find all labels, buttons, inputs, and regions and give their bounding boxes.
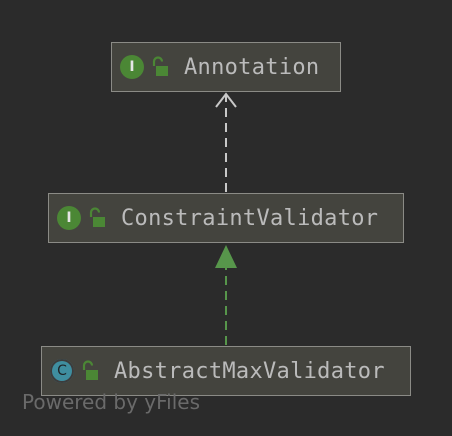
node-label: Annotation bbox=[184, 54, 320, 80]
edge-extends-annotation bbox=[215, 92, 237, 192]
unlock-icon bbox=[82, 360, 98, 380]
interface-icon: I bbox=[57, 206, 81, 230]
node-annotation[interactable]: I Annotation bbox=[111, 42, 341, 92]
interface-icon: I bbox=[120, 55, 144, 79]
edge-implements-constraint-validator bbox=[215, 245, 237, 345]
node-label: AbstractMaxValidator bbox=[114, 358, 385, 384]
open-arrowhead bbox=[215, 92, 237, 108]
yfiles-watermark: Powered by yFiles bbox=[22, 390, 200, 414]
node-label: ConstraintValidator bbox=[121, 205, 379, 231]
unlock-icon bbox=[89, 207, 105, 227]
filled-arrowhead bbox=[215, 245, 237, 268]
node-constraint-validator[interactable]: I ConstraintValidator bbox=[48, 193, 404, 243]
class-icon: C bbox=[50, 359, 74, 383]
unlock-icon bbox=[152, 56, 168, 76]
node-abstract-max-validator[interactable]: C AbstractMaxValidator bbox=[41, 346, 411, 396]
